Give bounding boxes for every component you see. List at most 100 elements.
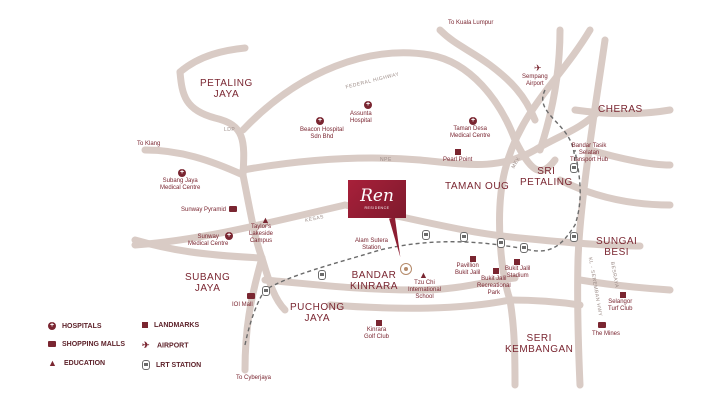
poi-assunta: Assunta Hospital — [350, 111, 372, 124]
legend-label: SHOPPING MALLS — [62, 341, 126, 348]
kl-seremban-road — [574, 36, 609, 389]
lrt-station-icon — [520, 243, 528, 253]
area-petaling-jaya: PETALING JAYA — [200, 78, 253, 100]
area-subang-jaya: SUBANG JAYA — [185, 272, 231, 294]
legend-label: AIRPORT — [157, 342, 189, 350]
kinrara-road — [261, 274, 519, 294]
area-seri-kembangan: SERI KEMBANGAN — [505, 333, 574, 355]
legend-label: EDUCATION — [64, 360, 106, 367]
legend-education: ▲ EDUCATION — [48, 358, 106, 369]
hospital-icon: + — [469, 117, 477, 125]
poi-taman-desa: Taman Desa Medical Centre — [450, 126, 491, 139]
besi-east-road — [576, 276, 674, 294]
hospital-icon: + — [225, 232, 233, 240]
lrt-station-icon — [422, 230, 430, 240]
lrt-station-icon — [318, 270, 326, 280]
area-puchong-jaya: PUCHONG JAYA — [290, 302, 345, 324]
poi-ioi-mall: IOI Mall — [232, 302, 253, 308]
poi-alam-sutera: Alam Sutera Station — [355, 238, 389, 251]
pj-road-top — [176, 44, 249, 76]
area-sungai-besi: SUNGAI BESI — [596, 236, 638, 258]
landmark-icon — [620, 292, 626, 298]
airplane-icon: ✈ — [142, 340, 150, 350]
legend-landmarks: LANDMARKS — [142, 322, 199, 329]
federal-highway-road — [239, 49, 559, 174]
poi-pearl-point: Pearl Point — [443, 157, 473, 163]
shopping-bag-icon — [48, 341, 56, 348]
poi-bukit-jalil-park: Bukit Jalil Recreational Park — [477, 276, 511, 296]
subang-lower-road — [131, 236, 266, 262]
direction-cyberjaya: To Cyberjaya — [236, 375, 272, 381]
shopping-bag-icon — [229, 206, 237, 212]
ren-residence-sign[interactable]: Ren RESIDENCE — [348, 180, 406, 218]
area-cheras: CHERAS — [598, 104, 643, 115]
lrt-line-north — [542, 89, 576, 171]
kl-road — [436, 26, 539, 124]
kesas-road — [131, 201, 644, 250]
poi-subang-jaya-mc: Subang Jaya Medical Centre — [160, 178, 201, 191]
lrt-station-icon — [570, 163, 578, 173]
legend-label: LANDMARKS — [154, 322, 200, 329]
area-sri-petaling: SRI PETALING — [520, 166, 573, 188]
legend-lrt-station: LRT STATION — [142, 360, 201, 370]
poi-sempang-airport: Sempang Airport — [522, 74, 548, 87]
graduation-cap-icon: ▲ — [48, 358, 57, 369]
cheras-lower-road — [586, 146, 674, 169]
hospital-icon: + — [316, 117, 324, 125]
landmark-icon — [514, 259, 520, 265]
direction-klang: To Klang — [137, 141, 161, 147]
lrt-station-icon — [460, 232, 468, 242]
legend-shopping-malls: SHOPPING MALLS — [48, 341, 125, 348]
location-pin-icon — [400, 263, 412, 275]
klang-road — [141, 146, 247, 179]
hospital-icon: + — [48, 322, 56, 330]
cyberjaya-road — [241, 254, 266, 374]
direction-kuala-lumpur: To Kuala Lumpur — [448, 20, 494, 26]
kinrara-lower-road — [326, 296, 514, 312]
shopping-bag-icon — [598, 322, 606, 328]
poi-taylors: Taylor's Lakeside Campus — [249, 224, 274, 244]
lrt-station-icon — [497, 238, 505, 248]
sungai-besi-road — [556, 176, 674, 209]
poi-tzu-chi: Tzu Chi International School — [408, 280, 442, 300]
graduation-cap-icon: ▲ — [419, 270, 428, 280]
hospital-icon: + — [178, 169, 186, 177]
landmark-icon — [493, 268, 499, 274]
poi-sunway-mc: Sunway Medical Centre — [188, 234, 229, 247]
npe-road — [239, 106, 604, 174]
landmark-icon — [142, 322, 148, 329]
road-label-npe: NPE — [380, 157, 392, 163]
legend-label: LRT STATION — [156, 361, 202, 369]
poi-selangor-turf: Selangor Turf Club — [608, 299, 633, 312]
lrt-station-icon — [570, 232, 578, 242]
airplane-icon: ✈ — [534, 63, 542, 73]
shopping-bag-icon — [247, 293, 255, 299]
ren-logo-subtitle: RESIDENCE — [364, 206, 390, 210]
road-label-ldp: LDP — [224, 127, 236, 133]
landmark-icon — [470, 256, 476, 262]
landmark-icon — [376, 320, 382, 326]
ren-logo: Ren — [360, 186, 394, 206]
seri-kembangan-road — [506, 296, 584, 309]
hospital-icon: + — [364, 101, 372, 109]
lrt-station-icon — [262, 286, 270, 296]
lrt-station-icon — [142, 360, 150, 370]
poi-kinrara-golf: Kinrara Golf Club — [364, 327, 390, 340]
poi-sunway-pyramid: Sunway Pyramid — [181, 207, 227, 213]
cheras-road — [536, 26, 564, 154]
area-bandar-kinrara: BANDAR KINRARA — [350, 270, 398, 292]
legend-airport: ✈ AIRPORT — [142, 341, 189, 350]
cheras-east-road — [571, 106, 674, 118]
puchong-road — [258, 254, 289, 314]
poi-bandar-tasik: Bandar Tasik Selatan Transport Hub — [570, 143, 609, 163]
poi-pavilion: Pavillion Bukit Jalil — [455, 263, 481, 276]
subang-road — [239, 171, 266, 262]
graduation-cap-icon: ▲ — [261, 215, 270, 225]
mex-road — [496, 26, 594, 389]
poi-beacon: Beacon Hospital Sdn Bhd — [300, 127, 344, 140]
ldp-road — [176, 68, 248, 179]
area-taman-oug: TAMAN OUG — [445, 181, 510, 192]
landmark-icon — [455, 149, 461, 155]
poi-bukit-jalil-stadium: Bukit Jalil Stadium — [505, 266, 531, 279]
